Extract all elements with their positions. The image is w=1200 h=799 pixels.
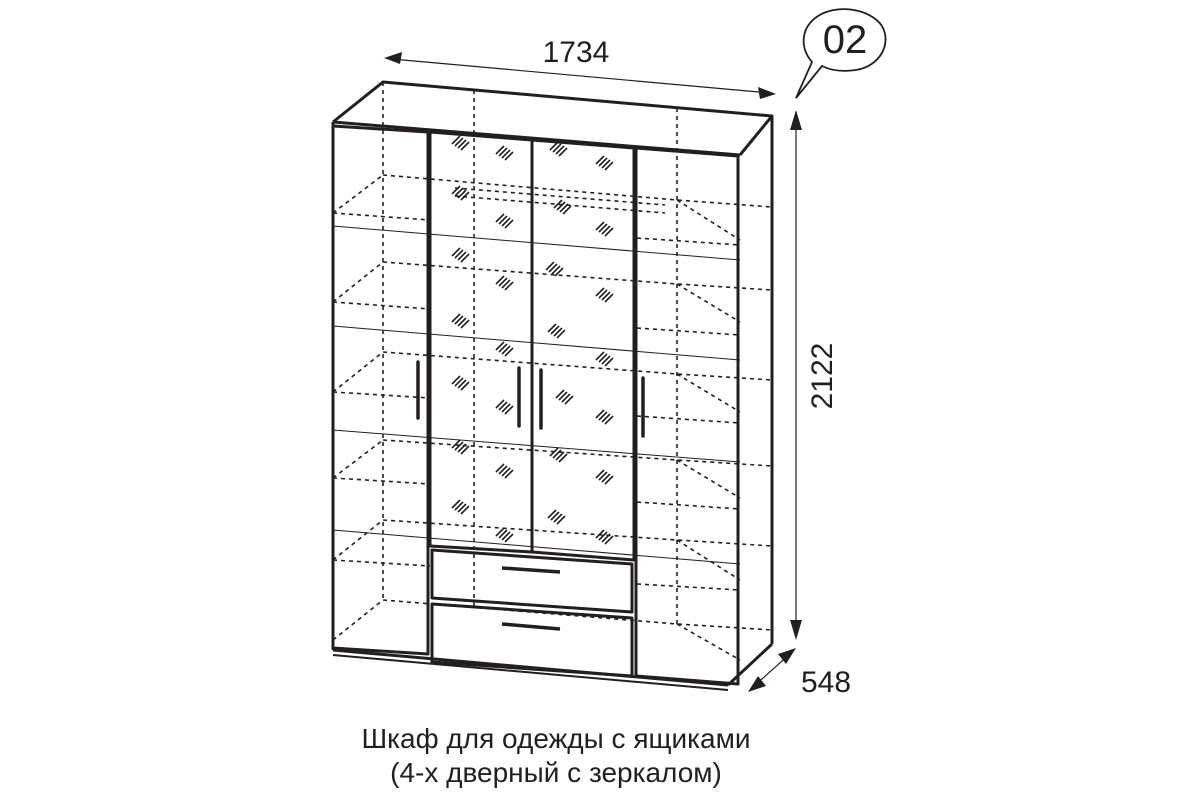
badge-number: 02	[823, 18, 868, 62]
model-badge: 02	[795, 8, 887, 99]
depth-label: 548	[801, 666, 851, 699]
caption-title: Шкаф для одежды с ящиками	[361, 723, 751, 754]
door-mirror-left	[428, 130, 534, 554]
doors	[331, 124, 740, 686]
door-right	[634, 146, 740, 686]
hidden-shelves	[332, 82, 773, 661]
drawers	[430, 548, 634, 678]
height-dimension: 2122	[790, 110, 839, 640]
door-mirror-right	[530, 138, 636, 562]
height-label: 2122	[806, 343, 839, 410]
drawer-top	[430, 548, 634, 614]
width-label: 1734	[543, 36, 610, 69]
carcass	[331, 80, 774, 691]
caption-subtitle: (4-х дверный с зеркалом)	[390, 757, 722, 788]
depth-dimension: 548	[748, 648, 851, 699]
drawer-bottom	[430, 602, 634, 678]
door-left	[331, 124, 430, 656]
shelf-edges	[332, 225, 741, 565]
handles	[416, 360, 645, 438]
width-dimension: 1734	[384, 36, 776, 99]
